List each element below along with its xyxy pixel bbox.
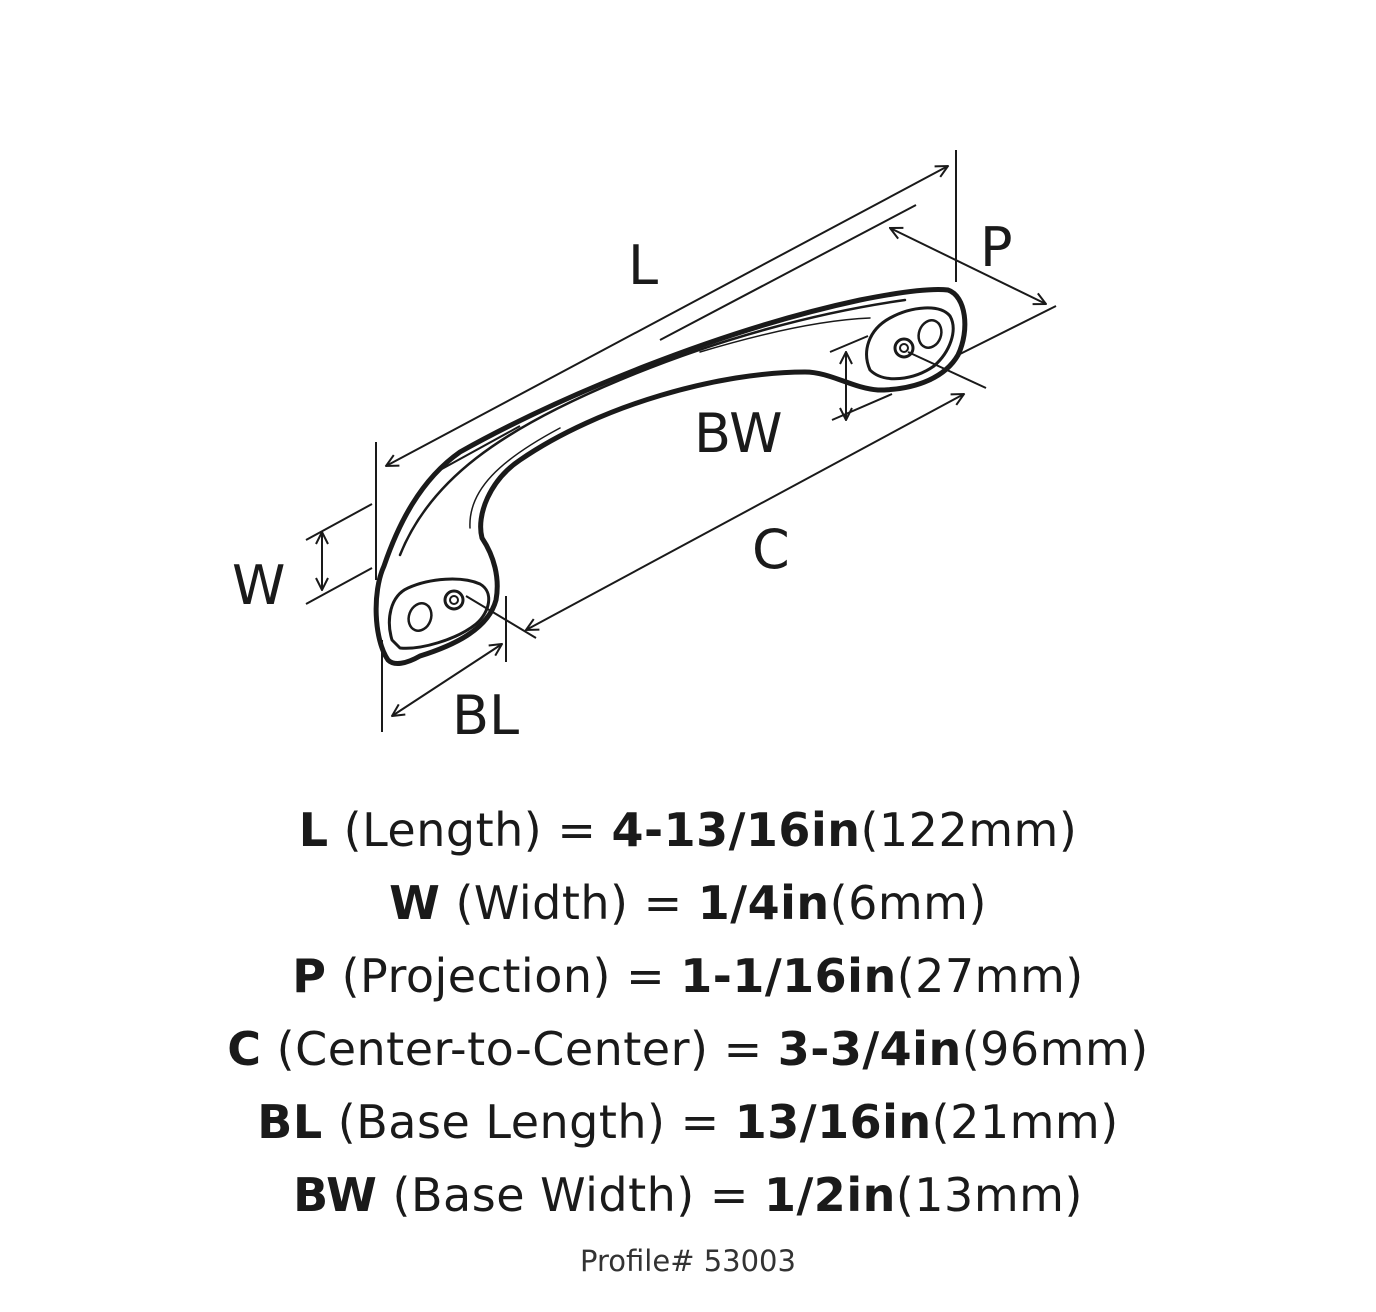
- center-dimension-arrow: [526, 394, 964, 630]
- spec-code: BL: [257, 1095, 323, 1149]
- label-center: C: [752, 518, 790, 581]
- center-extension-left: [465, 595, 537, 639]
- spec-line-base-width: BW (Base Width) = 1/2in(13mm): [0, 1159, 1376, 1232]
- spec-inch-value: 1/4in: [697, 876, 830, 930]
- projection-extension: [959, 305, 1057, 355]
- spec-equals: =: [626, 949, 666, 1003]
- spec-inch-value: 4-13/16in: [611, 803, 861, 857]
- base-width-extension-top: [829, 335, 869, 353]
- profile-number: Profile# 53003: [580, 1244, 796, 1278]
- left-screw: [443, 589, 465, 611]
- spec-mm-value: (21mm): [931, 1095, 1119, 1149]
- right-screw: [893, 337, 915, 359]
- length-dimension-arrow: [386, 166, 948, 466]
- left-mount-hole: [407, 602, 433, 632]
- label-base-width: BW: [694, 402, 783, 465]
- center-extension-right: [907, 351, 987, 389]
- spec-name: (Base Length): [337, 1095, 666, 1149]
- spec-equals: =: [723, 1022, 763, 1076]
- spec-code: L: [298, 803, 329, 857]
- spec-name: (Projection): [341, 949, 611, 1003]
- handle-outline: [373, 287, 968, 666]
- handle-top-edge: [398, 298, 907, 557]
- base-width-extension-bottom: [831, 393, 893, 421]
- spec-mm-value: (122mm): [860, 803, 1078, 857]
- spec-name: (Width): [455, 876, 629, 930]
- spec-line-base-length: BL (Base Length) = 13/16in(21mm): [0, 1086, 1376, 1159]
- spec-line-width: W (Width) = 1/4in(6mm): [0, 867, 1376, 940]
- cabinet-pull-handle: [373, 287, 968, 666]
- left-base-pad: [387, 577, 491, 650]
- spec-line-length: L (Length) = 4-13/16in(122mm): [0, 794, 1376, 867]
- spec-inch-value: 1-1/16in: [680, 949, 897, 1003]
- width-extension-top: [305, 503, 373, 541]
- dimension-lines: [305, 150, 1057, 732]
- spec-mm-value: (6mm): [829, 876, 987, 930]
- spec-code: BW: [293, 1168, 378, 1222]
- spec-name: (Base Width): [392, 1168, 695, 1222]
- spec-equals: =: [680, 1095, 720, 1149]
- spec-equals: =: [557, 803, 597, 857]
- right-mount-hole: [917, 319, 943, 349]
- label-width: W: [232, 554, 285, 617]
- spec-mm-value: (27mm): [896, 949, 1084, 1003]
- left-screw-center: [449, 595, 459, 605]
- spec-line-center-to-center: C (Center-to-Center) = 3-3/4in(96mm): [0, 1013, 1376, 1086]
- handle-dimension-diagram: L P BW C W BL: [232, 150, 1057, 747]
- label-length: L: [628, 234, 658, 297]
- spec-equals: =: [643, 876, 683, 930]
- spec-name: (Length): [343, 803, 543, 857]
- spec-line-projection: P (Projection) = 1-1/16in(27mm): [0, 940, 1376, 1013]
- spec-name: (Center-to-Center): [276, 1022, 709, 1076]
- label-projection: P: [980, 216, 1013, 279]
- spec-inch-value: 13/16in: [734, 1095, 932, 1149]
- spec-mm-value: (13mm): [895, 1168, 1083, 1222]
- spec-inch-value: 1/2in: [764, 1168, 896, 1222]
- length-guide: [659, 204, 917, 341]
- projection-dimension-arrow: [890, 228, 1046, 304]
- spec-code: W: [389, 876, 441, 930]
- spec-inch-value: 3-3/4in: [777, 1022, 962, 1076]
- base-length-dimension-arrow: [392, 644, 502, 716]
- dimension-specs-list: L (Length) = 4-13/16in(122mm) W (Width) …: [0, 794, 1376, 1232]
- label-base-length: BL: [452, 684, 519, 747]
- right-screw-center: [899, 343, 909, 353]
- spec-code: P: [292, 949, 327, 1003]
- width-extension-bottom: [305, 567, 373, 605]
- spec-equals: =: [709, 1168, 749, 1222]
- length-guide-left: [439, 425, 521, 471]
- spec-code: C: [227, 1022, 262, 1076]
- spec-mm-value: (96mm): [961, 1022, 1149, 1076]
